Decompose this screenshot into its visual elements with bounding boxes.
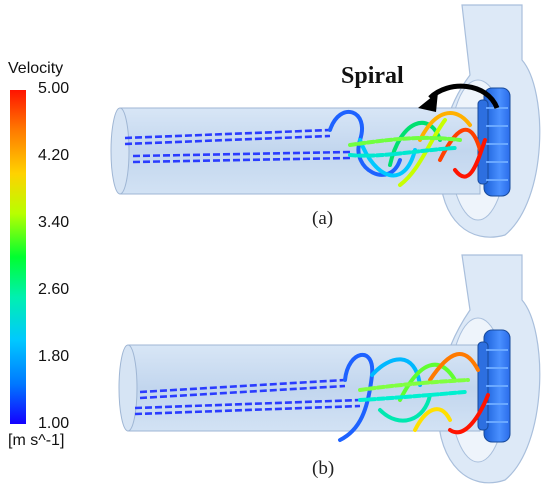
pipe-inlet-end-b xyxy=(118,344,138,432)
legend-tick: 2.60 xyxy=(38,281,70,298)
streamlines-straight-a xyxy=(124,128,351,164)
legend-title: Velocity xyxy=(8,60,64,77)
spiral-annotation: Spiral xyxy=(341,63,404,89)
legend-unit: [m s^-1] xyxy=(8,432,65,449)
legend-tick-max: 5.00 xyxy=(38,80,70,97)
streamlines-spiral-a xyxy=(328,109,487,187)
panel-b xyxy=(118,254,541,484)
panel-label-a: (a) xyxy=(312,208,334,229)
streamlines-spiral-b xyxy=(338,352,490,442)
legend-tick: 4.20 xyxy=(38,147,70,164)
legend-tick: 1.80 xyxy=(38,348,70,365)
streamlines-straight-b xyxy=(134,378,361,416)
color-scale-bar xyxy=(10,90,26,424)
pipe-inlet-end-a xyxy=(110,107,130,195)
legend-tick: 3.40 xyxy=(38,214,70,231)
legend-tick-min: 1.00 xyxy=(38,415,70,432)
curved-arrow-icon xyxy=(428,83,500,110)
arrow-head xyxy=(418,92,438,112)
impeller-b xyxy=(477,329,511,443)
panel-label-b: (b) xyxy=(312,458,335,479)
panel-a xyxy=(110,4,541,238)
